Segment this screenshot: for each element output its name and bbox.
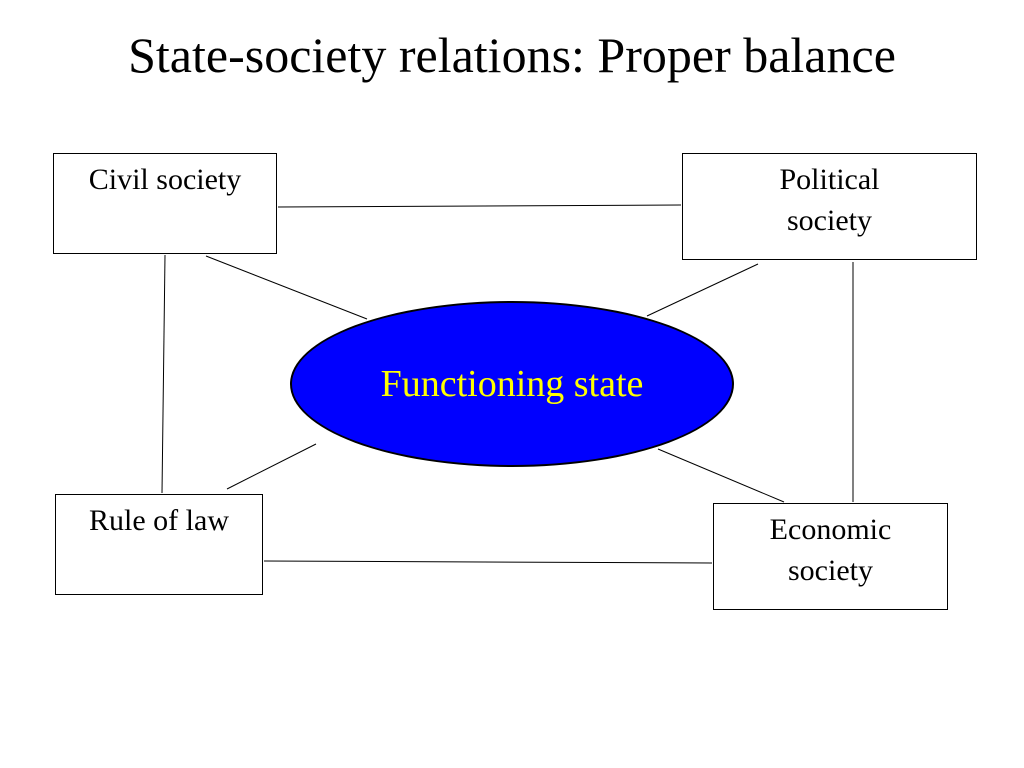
slide-title: State-society relations: Proper balance xyxy=(128,27,896,83)
node-civil-society: Civil society xyxy=(53,153,277,254)
node-functioning-state: Functioning state xyxy=(290,301,734,467)
connector-political-state xyxy=(646,263,759,317)
node-political-society-label: Political society xyxy=(779,163,880,237)
connector-economic-state xyxy=(657,448,785,503)
node-rule-of-law: Rule of law xyxy=(55,494,263,595)
connector-civil-political xyxy=(277,204,682,208)
connector-rule-economic xyxy=(263,560,713,564)
connector-civil-state xyxy=(205,255,368,320)
node-civil-society-label: Civil society xyxy=(88,163,242,196)
node-rule-of-law-label: Rule of law xyxy=(89,504,229,537)
node-functioning-state-label: Functioning state xyxy=(380,362,644,405)
connector-civil-rule xyxy=(161,254,166,494)
node-economic-society: Economic society xyxy=(713,503,948,610)
node-economic-society-label: Economic society xyxy=(769,513,892,587)
node-political-society: Political society xyxy=(682,153,977,260)
connector-rule-state xyxy=(226,443,317,490)
